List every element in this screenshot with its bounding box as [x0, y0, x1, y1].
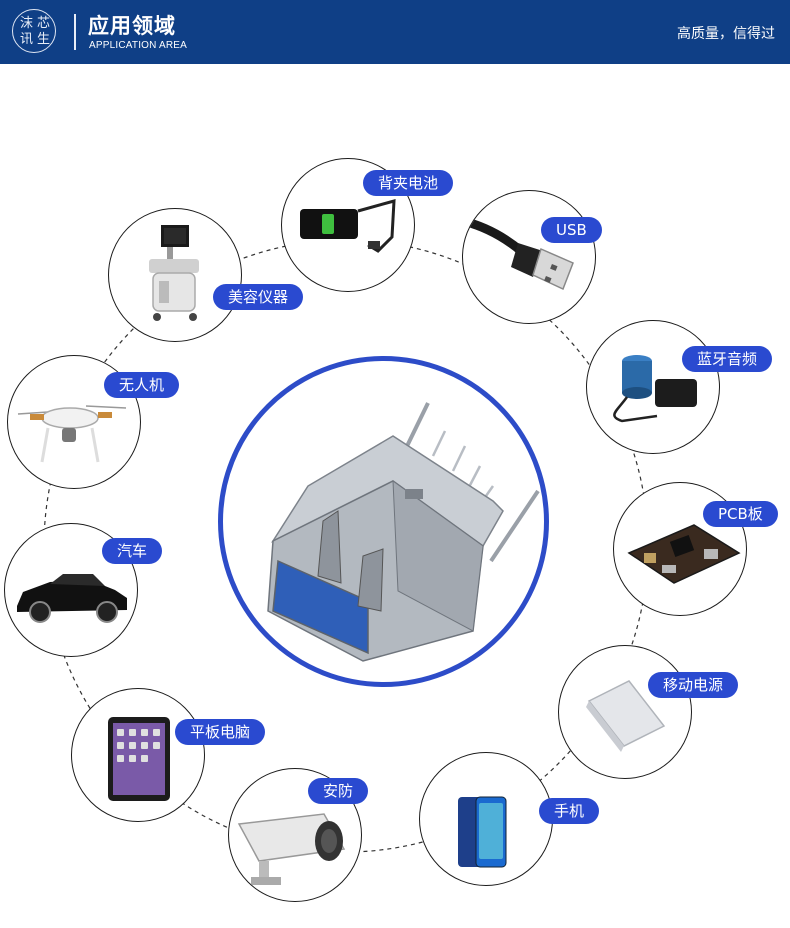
header-divider [74, 14, 76, 50]
app-phone [419, 752, 553, 886]
label-beauty-device: 美容仪器 [213, 284, 304, 310]
center-product-circle [218, 356, 549, 687]
page-subtitle: APPLICATION AREA [89, 40, 188, 51]
label-tablet: 平板电脑 [175, 719, 266, 745]
logo-char: 芯 [36, 16, 50, 31]
drone-icon [17, 405, 127, 463]
medical-device-icon [149, 225, 199, 321]
app-usb [462, 190, 596, 324]
label-security: 安防 [308, 778, 369, 804]
brand-logo: 沫 芯 讯 生 [12, 9, 56, 53]
header-bar: 沫 芯 讯 生 应用领域 APPLICATION AREA 高质量，信得过 [0, 0, 790, 64]
usb-connector-icon [267, 402, 540, 662]
logo-char: 沫 [19, 16, 33, 31]
usb-cable-icon [463, 216, 574, 291]
page-title: 应用领域 [88, 14, 176, 38]
logo-char: 生 [36, 32, 50, 47]
app-bluetooth-audio [586, 320, 720, 454]
logo-char: 讯 [19, 32, 33, 47]
app-security [228, 768, 362, 902]
security-camera-icon [237, 813, 346, 885]
label-power-bank: 移动电源 [648, 672, 739, 698]
car-icon [17, 574, 127, 623]
smartphone-icon [458, 796, 507, 868]
label-back-clip-battery: 背夹电池 [363, 170, 454, 196]
label-car: 汽车 [102, 538, 163, 564]
tablet-icon [108, 717, 170, 801]
speaker-icon [613, 355, 697, 423]
app-drone [7, 355, 141, 489]
label-drone: 无人机 [104, 372, 180, 398]
app-tablet [71, 688, 205, 822]
circuit-board-icon [627, 524, 741, 584]
label-phone: 手机 [539, 798, 600, 824]
app-car [4, 523, 138, 657]
back-clip-battery-icon [300, 198, 396, 253]
label-usb: USB [541, 217, 602, 243]
app-beauty-device [108, 208, 242, 342]
app-power-bank [558, 645, 692, 779]
slogan: 高质量，信得过 [677, 26, 775, 42]
label-pcb: PCB板 [703, 501, 778, 527]
power-bank-icon [586, 680, 666, 752]
label-bluetooth-audio: 蓝牙音频 [682, 346, 773, 372]
